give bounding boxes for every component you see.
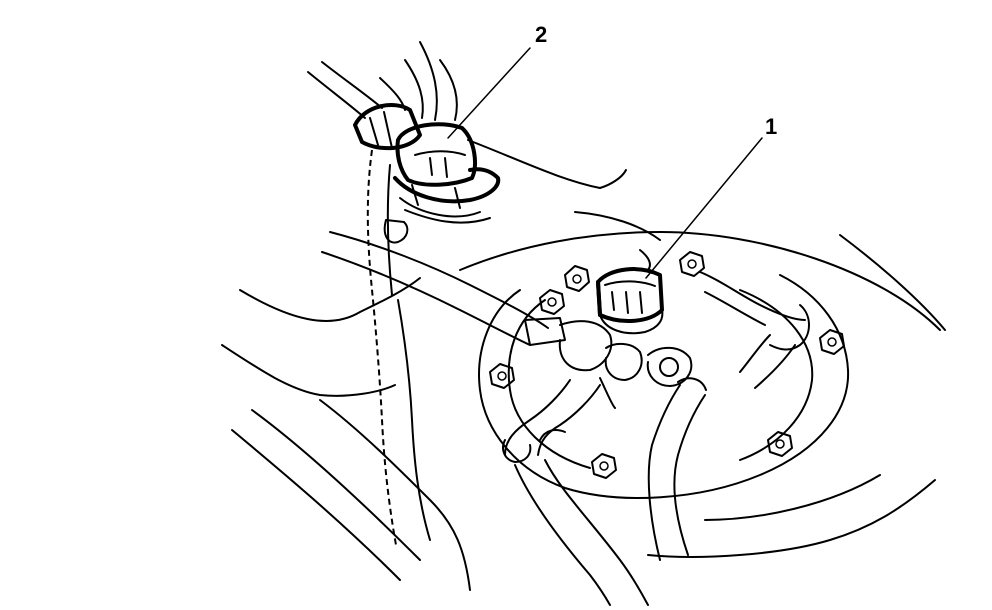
bolt-icon	[819, 329, 845, 355]
vertical-wires	[366, 149, 431, 546]
bolt-icon	[539, 289, 565, 315]
main-harness	[321, 231, 549, 346]
bolt-icon	[679, 251, 705, 277]
tank-contours	[221, 139, 946, 591]
callout-number-2: 2	[535, 22, 547, 47]
pump-pipes	[502, 271, 810, 606]
bolt-icon	[489, 363, 515, 389]
callout-number-1: 1	[765, 114, 777, 139]
upper-harness	[307, 41, 458, 121]
bolt-icon	[767, 431, 793, 457]
bolt-icon	[564, 265, 590, 292]
flange-bolts	[489, 251, 845, 479]
sensor-connector	[353, 103, 501, 224]
leader-line-2	[447, 47, 531, 139]
leader-line-1	[645, 137, 763, 279]
leader-lines	[447, 47, 763, 279]
bolt-icon	[591, 453, 617, 479]
fuel-pump-connector	[596, 249, 664, 335]
